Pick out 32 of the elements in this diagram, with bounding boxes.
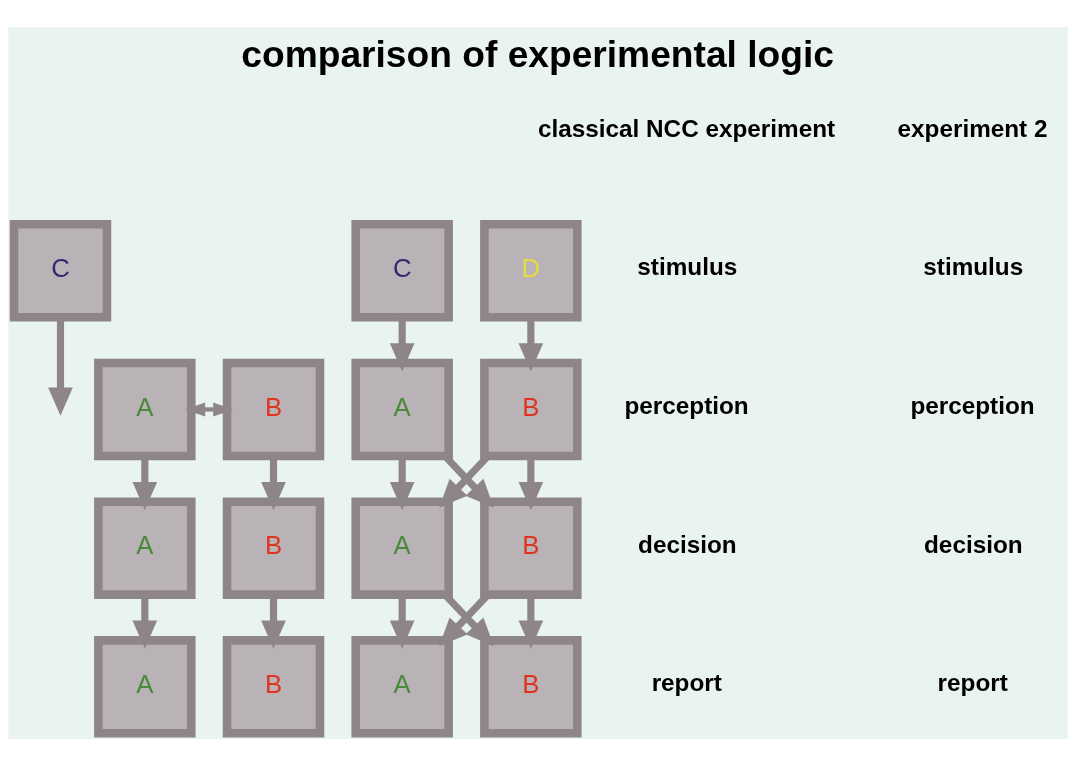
label: decision bbox=[638, 530, 737, 558]
node-box: C bbox=[351, 220, 453, 322]
node-box: B bbox=[222, 358, 325, 461]
node-box: A bbox=[351, 497, 453, 599]
arrow bbox=[389, 594, 415, 649]
label: report bbox=[651, 669, 722, 697]
label: report bbox=[937, 669, 1008, 697]
node-box: A bbox=[351, 636, 453, 738]
arrow bbox=[48, 317, 73, 416]
node-box: B bbox=[480, 636, 582, 738]
node-box: A bbox=[94, 358, 196, 461]
label: stimulus bbox=[637, 253, 738, 281]
node-box: B bbox=[480, 358, 582, 461]
arrow bbox=[132, 594, 158, 649]
label: perception bbox=[624, 391, 749, 419]
arrow bbox=[185, 402, 234, 417]
node-box: B bbox=[222, 497, 325, 599]
diagram-title: comparison of experimental logic bbox=[241, 32, 834, 75]
node-box: D bbox=[480, 220, 582, 322]
node-box: A bbox=[351, 358, 453, 461]
label: experiment 2 bbox=[897, 114, 1048, 142]
label: decision bbox=[924, 530, 1023, 558]
label: stimulus bbox=[923, 253, 1024, 281]
node-box: B bbox=[480, 497, 582, 599]
node-box: A bbox=[94, 636, 196, 738]
label: perception bbox=[910, 391, 1035, 419]
node-box: A bbox=[94, 497, 196, 599]
arrow bbox=[261, 594, 286, 649]
arrow bbox=[518, 594, 544, 649]
node-box: B bbox=[222, 636, 325, 738]
label: classical NCC experiment bbox=[538, 114, 836, 142]
node-box: C bbox=[9, 220, 112, 322]
